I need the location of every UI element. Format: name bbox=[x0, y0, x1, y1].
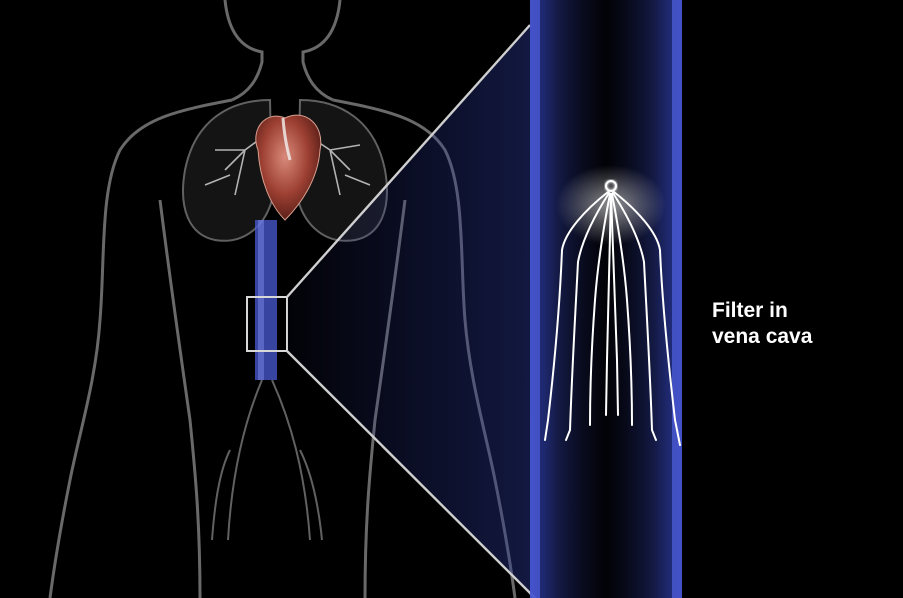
pelvic-vessels bbox=[212, 380, 322, 540]
caption-line-2: vena cava bbox=[712, 324, 882, 350]
vena-cava-body bbox=[255, 220, 277, 380]
magnified-vein bbox=[530, 0, 682, 598]
caption-line-1: Filter in bbox=[712, 298, 882, 324]
filter-caption: Filter in vena cava bbox=[712, 298, 882, 350]
